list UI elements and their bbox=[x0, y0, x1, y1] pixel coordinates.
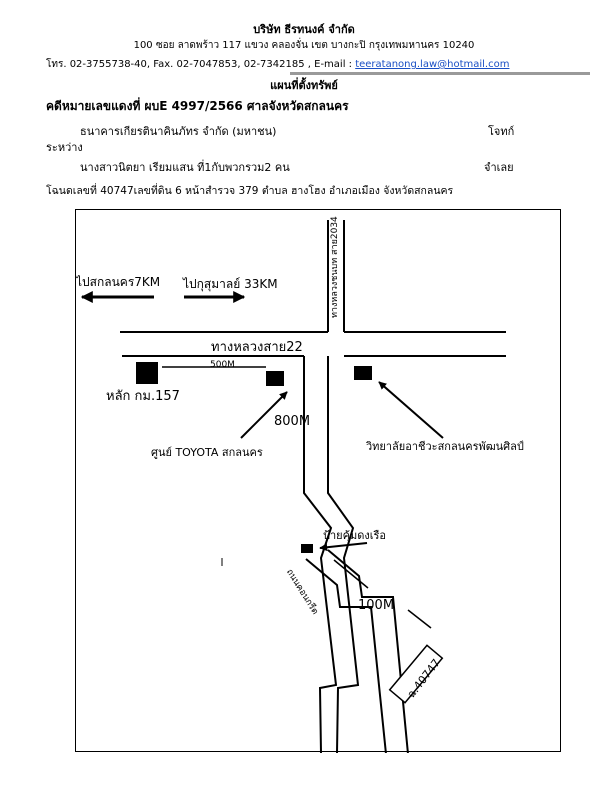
company-address: 100 ซอย ลาดพร้าว 117 แขวง คลองจั่น เขต บ… bbox=[133, 40, 475, 51]
between-label: ระหว่าง bbox=[46, 141, 83, 154]
header-divider bbox=[290, 72, 590, 75]
label-800m: 800M bbox=[274, 414, 311, 429]
label-sign: ป้ายคุ้มดงเรือ bbox=[323, 529, 387, 542]
dist-100m-line bbox=[333, 559, 369, 589]
company-name: บริษัท ธีรทนงค์ จำกัด bbox=[253, 23, 355, 36]
map-drawing bbox=[80, 220, 506, 753]
sign-pointer-arrow bbox=[319, 542, 368, 552]
label-college: วิทยาลัยอาชีวะสกลนครพัฒนศิลป์ bbox=[366, 440, 524, 453]
label-highway-22: ทางหลวงสาย22 bbox=[211, 340, 303, 355]
concrete-side-road bbox=[305, 549, 409, 753]
highway-22-road bbox=[120, 331, 506, 357]
contact-phone-fax: โทร. 02-3755738-40, Fax. 02-7047853, 02-… bbox=[46, 59, 356, 70]
defendant-name: นางสาวนิตยา เรียมแสน ที่1กับพวกรวม2 คน bbox=[80, 161, 290, 174]
location-map: ไปสกลนคร7KM ไปกุสุมาลย์ 33KM ทางหลวงสาย2… bbox=[75, 209, 561, 753]
company-contact: โทร. 02-3755738-40, Fax. 02-7047853, 02-… bbox=[46, 57, 509, 72]
km157-marker-box bbox=[136, 362, 158, 384]
college-box bbox=[354, 366, 372, 380]
label-500m: 500M bbox=[210, 360, 235, 370]
case-number: คดีหมายเลขแดงที่ ผบE 4997/2566 ศาลจังหวั… bbox=[46, 99, 349, 113]
label-toyota: ศูนย์ TOYOTA สกลนคร bbox=[151, 446, 263, 459]
college-pointer-arrow bbox=[378, 381, 444, 439]
label-to-sakon: ไปสกลนคร7KM bbox=[76, 275, 161, 289]
plaintiff-role: โจทก์ bbox=[488, 125, 515, 138]
label-100m: 100M bbox=[358, 598, 395, 613]
plaintiff-name: ธนาคารเกียรตินาคินภัทร จำกัด (มหาชน) bbox=[80, 125, 277, 138]
label-to-kut: ไปกุสุมาลย์ 33KM bbox=[183, 277, 278, 291]
map-title: แผนที่ตั้งทรัพย์ bbox=[270, 79, 338, 92]
highway-2034-road bbox=[327, 220, 345, 332]
toyota-pointer-arrow bbox=[240, 391, 288, 439]
email-link[interactable]: teeratanong.law@hotmail.com bbox=[355, 59, 510, 70]
defendant-role: จำเลย bbox=[484, 161, 514, 174]
label-km157: หลัก กม.157 bbox=[106, 389, 180, 404]
label-highway-2034: ทางหลวงชนบท สาย2034 bbox=[330, 216, 340, 318]
sign-box bbox=[301, 544, 313, 553]
toyota-box bbox=[266, 371, 284, 386]
dist-100m-line-lower bbox=[407, 609, 432, 629]
south-road bbox=[303, 356, 360, 753]
parcel-box bbox=[388, 644, 444, 704]
deed-description: โฉนดเลขที่ 40747เลขที่ดิน 6 หน้าสำรวจ 37… bbox=[46, 185, 454, 197]
